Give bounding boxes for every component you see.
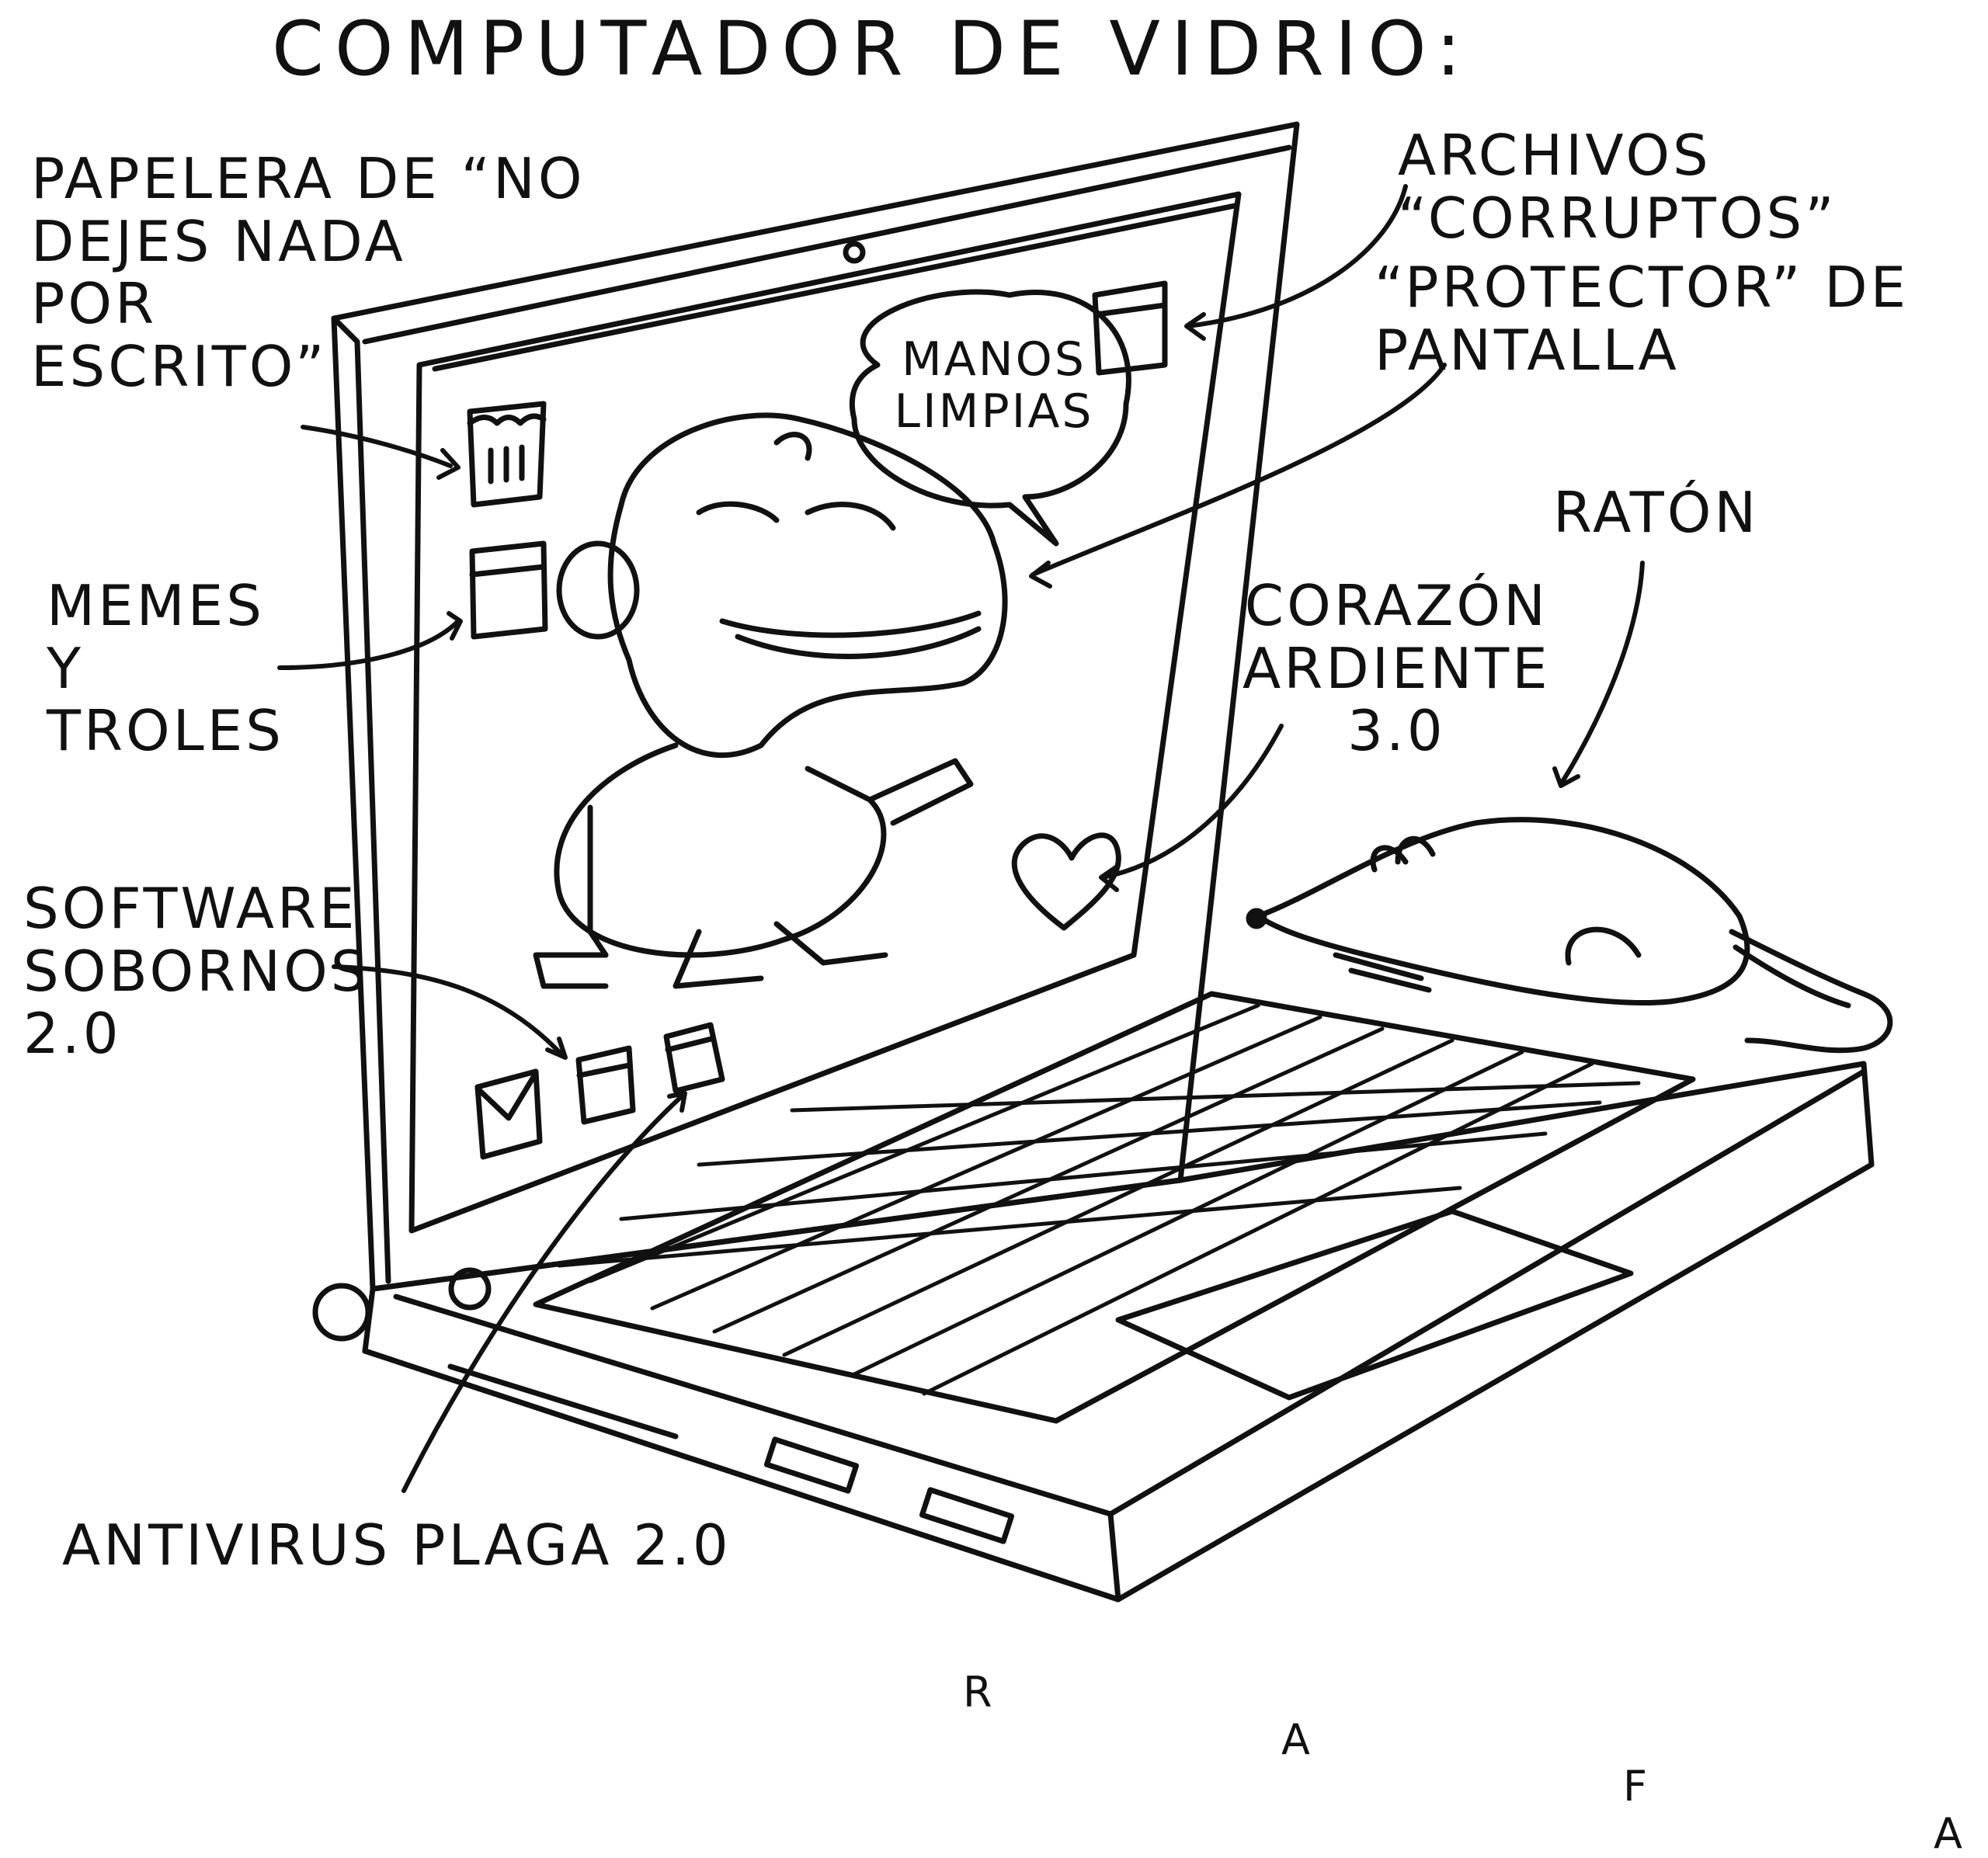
callout-software: SOFTWARE SOBORNOS 2.0 bbox=[23, 876, 370, 1067]
heart-icon bbox=[1011, 832, 1121, 931]
touchpad bbox=[1115, 1208, 1634, 1401]
callout-raton: RATÓN bbox=[1553, 480, 1760, 545]
mail-icon bbox=[474, 1068, 543, 1160]
keyboard bbox=[533, 991, 1696, 1424]
signature-letter: R bbox=[963, 1668, 992, 1717]
caricature-figure bbox=[533, 412, 1008, 989]
callout-archivos: ARCHIVOS “CORRUPTOS” bbox=[1398, 123, 1837, 251]
folder-icon bbox=[469, 540, 548, 640]
folder-icon bbox=[663, 1022, 725, 1094]
usb-port bbox=[763, 1436, 860, 1494]
laptop-drawing bbox=[277, 121, 1893, 1603]
speech-bubble-text: MANOS LIMPIAS bbox=[894, 332, 1094, 439]
signature-letter: F bbox=[1623, 1762, 1648, 1811]
callout-arrows bbox=[277, 184, 1645, 1493]
webcam-icon bbox=[843, 241, 866, 264]
laptop-base bbox=[312, 991, 1875, 1603]
signature-letter: A bbox=[1934, 1808, 1962, 1858]
laptop-screen bbox=[408, 191, 1242, 1234]
folder-icon bbox=[575, 1045, 636, 1125]
usb-port bbox=[919, 1487, 1015, 1544]
callout-papelera: PAPELERA DE “NO DEJES NADA POR ESCRITO” bbox=[31, 146, 586, 399]
trash-icon bbox=[467, 401, 547, 508]
page-title: COMPUTADOR DE VIDRIO: bbox=[272, 5, 1472, 92]
artist-signature: R A F A bbox=[0, 1623, 1988, 1856]
folder-icon bbox=[1092, 280, 1168, 376]
cartoon-canvas: COMPUTADOR DE VIDRIO: PAPELERA DE “NO DE… bbox=[0, 5, 1988, 1856]
callout-memes: MEMES Y TROLES bbox=[47, 573, 284, 764]
callout-corazon: CORAZÓN ARDIENTE 3.0 bbox=[1242, 573, 1551, 764]
callout-antivirus: ANTIVIRUS PLAGA 2.0 bbox=[62, 1512, 732, 1578]
signature-letter: A bbox=[1281, 1714, 1310, 1764]
rat-illustration bbox=[1246, 817, 1893, 1054]
callout-protector: “PROTECTOR” DE PANTALLA bbox=[1375, 255, 1910, 383]
